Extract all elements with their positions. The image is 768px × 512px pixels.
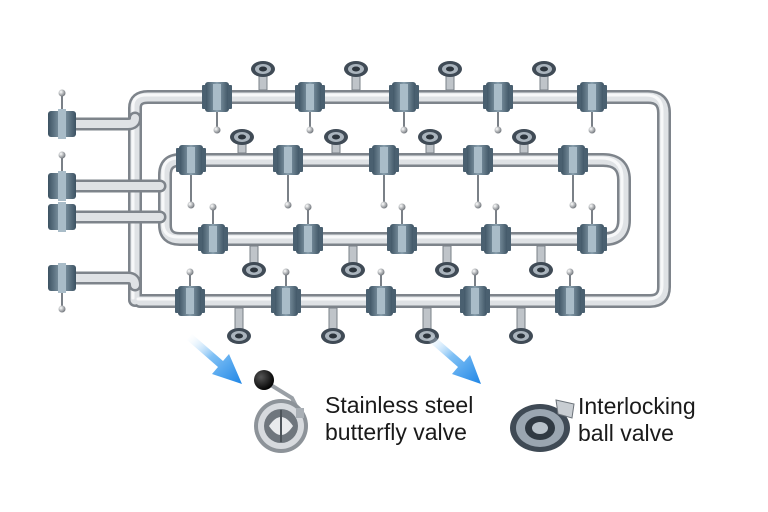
outer-pipe-loop bbox=[128, 90, 671, 308]
valve-stem bbox=[186, 268, 194, 286]
ball-valve-actuator bbox=[435, 245, 459, 278]
butterfly-valve bbox=[555, 286, 585, 316]
inlet-butterfly-valve bbox=[48, 171, 76, 201]
valve-stem bbox=[282, 268, 290, 286]
butterfly-valve bbox=[577, 82, 607, 112]
ball-valve-actuator bbox=[324, 129, 348, 154]
ball-valve-actuator bbox=[341, 245, 365, 278]
inline-valves bbox=[175, 82, 607, 316]
valve-stem bbox=[380, 175, 388, 209]
valve-stem bbox=[58, 293, 66, 313]
butterfly-valve bbox=[366, 286, 396, 316]
butterfly-valve bbox=[558, 145, 588, 175]
valve-stem bbox=[398, 203, 406, 224]
ball-valve-icon bbox=[510, 399, 575, 452]
arrow-icon bbox=[187, 334, 242, 384]
valve-stem bbox=[377, 268, 385, 286]
valve-stem bbox=[213, 112, 221, 134]
valve-stem bbox=[471, 268, 479, 286]
ball-valve-actuator bbox=[438, 61, 462, 91]
ball-valve-actuator bbox=[512, 129, 536, 154]
inlet-butterfly-valve bbox=[48, 263, 76, 293]
valve-stem bbox=[569, 175, 577, 209]
valve-stem bbox=[304, 203, 312, 224]
ball-valve-actuator bbox=[509, 307, 533, 344]
inlet-feeder-pipes bbox=[61, 111, 167, 292]
butterfly-valve bbox=[481, 224, 511, 254]
inlet-valves bbox=[48, 109, 76, 293]
inner-pipe-loop bbox=[158, 153, 631, 246]
butterfly-valve bbox=[175, 286, 205, 316]
butterfly-valve-label: Stainless steel butterfly valve bbox=[325, 392, 473, 446]
valve-stem bbox=[566, 268, 574, 286]
valve-stem bbox=[58, 151, 66, 171]
ball-valve-actuator bbox=[529, 245, 553, 278]
inlet-butterfly-valve bbox=[48, 202, 76, 232]
butterfly-valve bbox=[271, 286, 301, 316]
ball-valve-actuator bbox=[344, 61, 368, 91]
butterfly-valve bbox=[389, 82, 419, 112]
valve-stem bbox=[58, 89, 66, 109]
ball-valve-actuator bbox=[227, 307, 251, 344]
pipe-network bbox=[61, 90, 671, 308]
ball-valve-actuator bbox=[532, 61, 556, 91]
valve-stem bbox=[209, 203, 217, 224]
butterfly-valve bbox=[463, 145, 493, 175]
inlet-butterfly-valve bbox=[48, 109, 76, 139]
ball-valve-actuator bbox=[242, 245, 266, 278]
butterfly-valve bbox=[273, 145, 303, 175]
ball-valve-label-line2: ball valve bbox=[578, 420, 674, 446]
ball-valve-label-line1: Interlocking bbox=[578, 393, 696, 419]
valve-stems bbox=[58, 89, 596, 313]
ball-valve-actuator bbox=[251, 61, 275, 91]
butterfly-valve bbox=[176, 145, 206, 175]
ball-valve-actuator bbox=[230, 129, 254, 154]
butterfly-valve-label-line1: Stainless steel bbox=[325, 392, 474, 418]
ball-valve-actuator bbox=[418, 129, 442, 154]
valve-stem bbox=[494, 112, 502, 134]
butterfly-valve bbox=[483, 82, 513, 112]
valve-stem bbox=[306, 112, 314, 134]
arrow-icon bbox=[427, 334, 481, 384]
valve-stem bbox=[474, 175, 482, 209]
butterfly-valve bbox=[202, 82, 232, 112]
butterfly-valve bbox=[295, 82, 325, 112]
valve-stem bbox=[492, 203, 500, 224]
butterfly-valve bbox=[198, 224, 228, 254]
valve-stem bbox=[588, 203, 596, 224]
valve-stem bbox=[284, 175, 292, 209]
butterfly-valve bbox=[293, 224, 323, 254]
ball-valve-actuator bbox=[321, 307, 345, 344]
valve-stem bbox=[187, 175, 195, 209]
butterfly-valve bbox=[369, 145, 399, 175]
butterfly-valve-label-line2: butterfly valve bbox=[325, 419, 467, 445]
butterfly-valve bbox=[387, 224, 417, 254]
butterfly-valve-icon bbox=[254, 370, 308, 453]
ball-valve-label: Interlocking ball valve bbox=[578, 393, 696, 447]
butterfly-valve bbox=[460, 286, 490, 316]
ball-valve-handles bbox=[227, 61, 556, 344]
butterfly-valve bbox=[577, 224, 607, 254]
valve-stem bbox=[588, 112, 596, 134]
valve-stem bbox=[400, 112, 408, 134]
